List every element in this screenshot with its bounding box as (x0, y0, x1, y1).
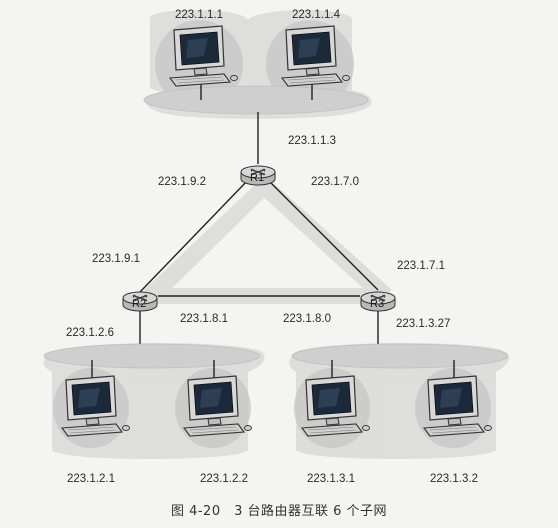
router-name-r1: R1 (250, 172, 264, 184)
interface-address: 223.1.9.1 (92, 253, 140, 265)
host-address: 223.1.3.2 (430, 473, 478, 485)
host-address: 223.1.2.2 (200, 473, 248, 485)
interface-address: 223.1.8.0 (283, 313, 331, 325)
router-name-r2: R2 (132, 298, 146, 310)
interface-address: 223.1.2.6 (66, 327, 114, 339)
interface-address: 223.1.9.2 (158, 176, 206, 188)
links (43, 82, 509, 378)
host-address: 223.1.3.1 (307, 473, 355, 485)
figure-caption: 图 4-20 3 台路由器互联 6 个子网 (170, 504, 388, 519)
host-halos (53, 20, 491, 448)
host-address: 223.1.1.1 (175, 9, 223, 21)
interface-address: 223.1.7.0 (311, 176, 359, 188)
router-name-r3: R3 (370, 298, 384, 310)
interface-address: 223.1.8.1 (180, 313, 228, 325)
interface-address: 223.1.1.3 (288, 135, 336, 147)
interface-address: 223.1.3.27 (396, 318, 450, 330)
interface-address: 223.1.7.1 (397, 260, 445, 272)
host-address: 223.1.1.4 (292, 9, 341, 21)
host-address: 223.1.2.1 (67, 473, 115, 485)
